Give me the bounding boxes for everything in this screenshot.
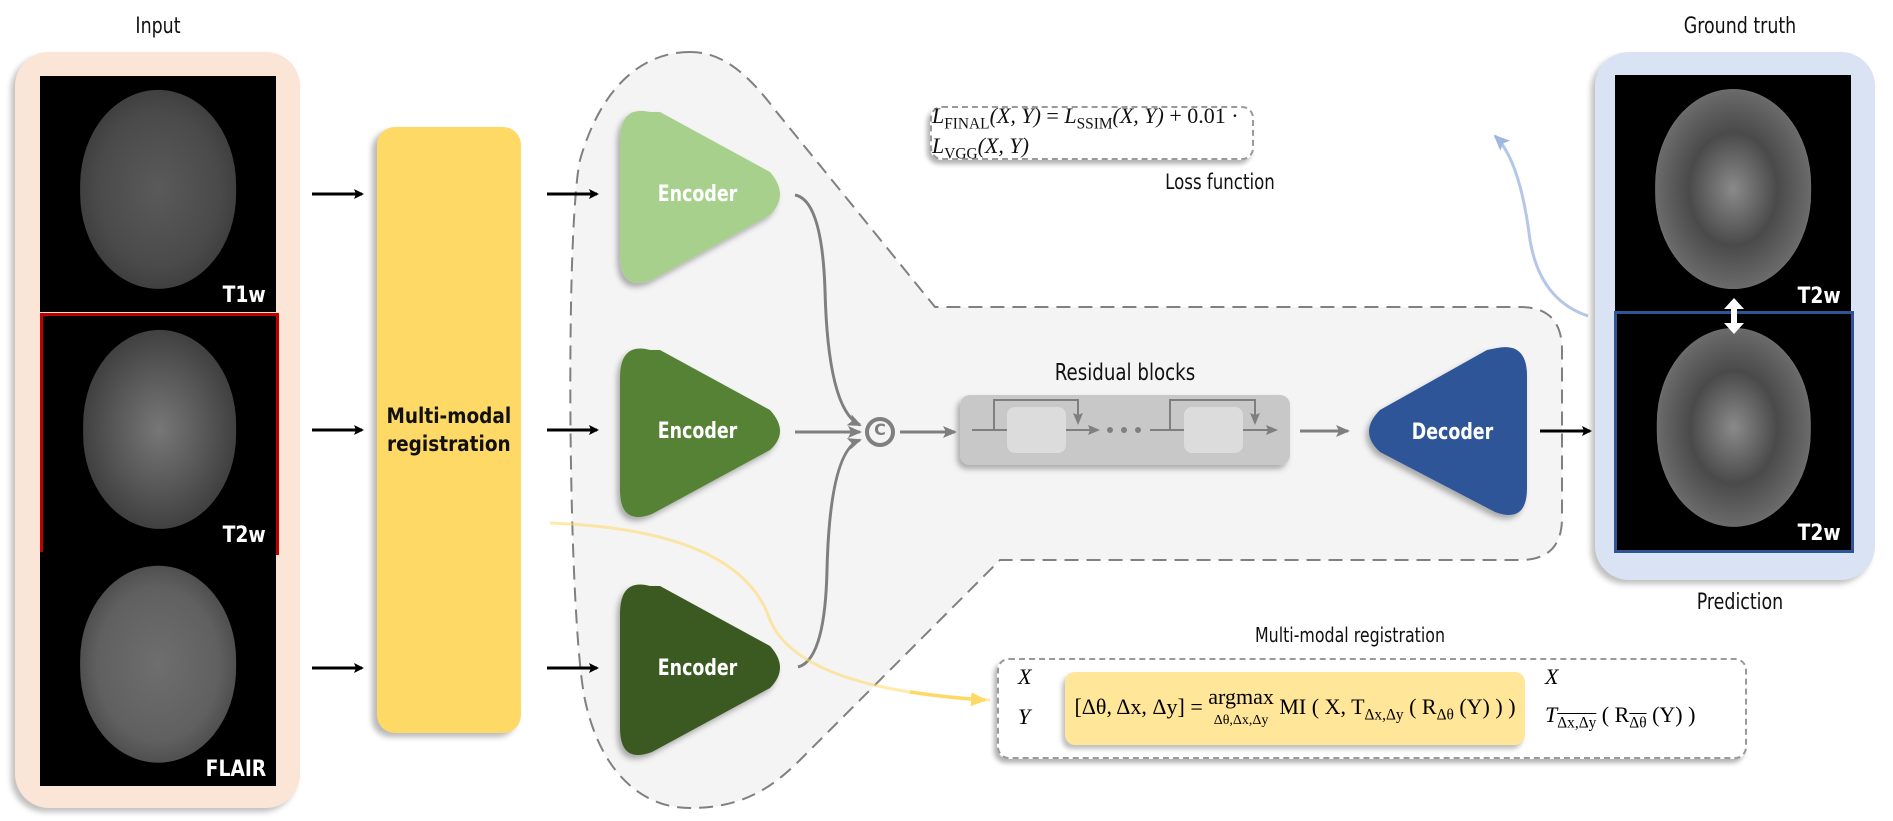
ground-truth-image: T2w (1615, 75, 1851, 313)
registration-block: Multi-modal registration (377, 127, 521, 733)
decoder-label: Decoder (1411, 420, 1494, 445)
loss-function-box: LFINAL(X, Y) = LSSIM(X, Y) + 0.01 · LVGG… (930, 103, 1254, 162)
encoder1-to-concat (794, 193, 862, 427)
ground-truth-title: Ground truth (1683, 14, 1797, 39)
registration-label-line1: Multi-modal (386, 404, 512, 428)
registration-label-line2: registration (387, 432, 511, 456)
brain-scan (80, 90, 236, 289)
brain-scan (1655, 89, 1811, 290)
input-arrows (312, 189, 1592, 673)
encoder-3-label: Encoder (657, 656, 738, 681)
brain-scan (82, 330, 237, 529)
reg-output-y: TΔx,Δy ( RΔθ (Y) ) (1545, 702, 1696, 732)
concat-icon (865, 417, 895, 447)
registration-optimization-box: [Δθ, Δx, Δy] = argmax Δθ,Δx,Δy MI ( X, T… (1065, 672, 1525, 745)
encoder3-to-concat (797, 438, 862, 669)
modality-label: FLAIR (205, 757, 266, 782)
encoder-1-label: Encoder (657, 182, 738, 207)
registration-formula: [Δθ, Δx, Δy] = argmax Δθ,Δx,Δy MI ( X, T… (1074, 683, 1516, 728)
encoder-2 (620, 348, 780, 517)
modality-label: T2w (222, 523, 266, 548)
residual-block-1 (1007, 407, 1066, 453)
loss-arrow (1493, 134, 1589, 318)
modality-label: T1w (222, 283, 266, 308)
registration-detail-title: Multi-modal registration (1254, 623, 1446, 647)
concat-symbol: C (874, 420, 886, 439)
input-image-flair: FLAIR (40, 552, 276, 786)
residual-blocks (960, 395, 1290, 465)
loss-formula: LFINAL(X, Y) = LSSIM(X, Y) + 0.01 · LVGG… (932, 102, 1239, 163)
encoder-1 (620, 110, 780, 283)
compare-double-arrow-icon (1724, 298, 1744, 334)
modality-label: T2w (1797, 284, 1841, 309)
residual-blocks-title: Residual blocks (1054, 360, 1196, 386)
input-image-t2w: T2w (40, 313, 279, 555)
reg-input-x: X (1018, 664, 1032, 689)
encoder-2-label: Encoder (657, 419, 738, 444)
loss-function-title: Loss function (1165, 170, 1275, 194)
reg-input-y: Y (1018, 704, 1031, 729)
decoder (1369, 347, 1527, 515)
brain-scan (1656, 328, 1812, 527)
prediction-title: Prediction (1696, 590, 1784, 615)
brain-scan (80, 566, 236, 763)
registration-detail-arrow (549, 521, 991, 702)
encoder-3 (620, 584, 780, 755)
modality-label: T2w (1797, 521, 1841, 546)
reg-output-x: X (1545, 664, 1559, 689)
residual-block-n (1184, 407, 1243, 453)
prediction-image: T2w (1614, 311, 1854, 553)
input-image-t1w: T1w (40, 76, 276, 312)
input-title: Input (135, 14, 181, 39)
